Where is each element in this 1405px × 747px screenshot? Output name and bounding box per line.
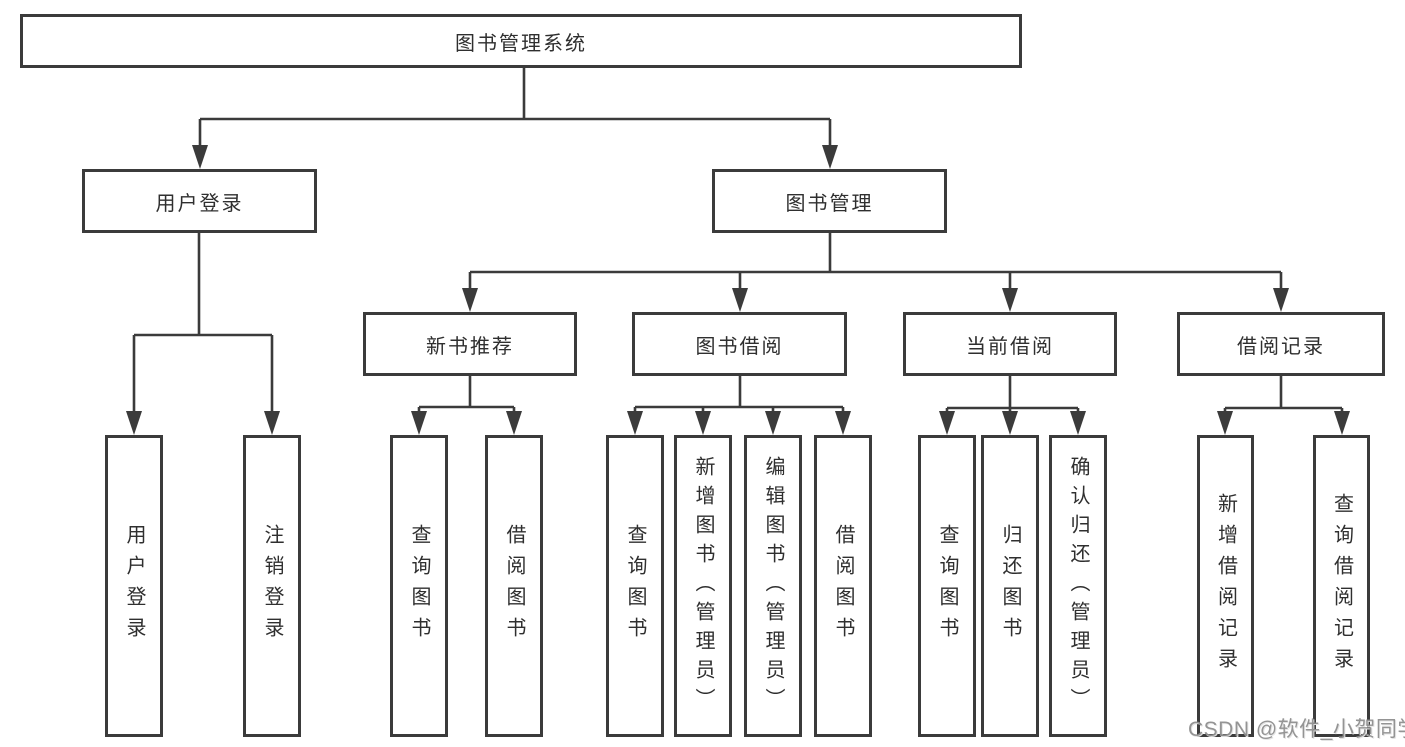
arrowhead	[627, 411, 643, 435]
leaf-confirm-return-admin: 确认归还（管理员）	[1049, 435, 1107, 737]
node-current-borrow-label: 当前借阅	[966, 335, 1054, 358]
node-user-login-label: 用户登录	[155, 192, 244, 215]
node-book-management: 图书管理	[712, 169, 947, 233]
leaf-borrow-books-recommend: 借阅图书	[485, 435, 543, 737]
arrowhead	[822, 145, 838, 169]
arrowhead	[695, 411, 711, 435]
arrowhead	[1002, 288, 1018, 312]
leaf-query-books-borrow: 查询图书	[606, 435, 664, 737]
node-book-borrow: 图书借阅	[632, 312, 847, 376]
arrowhead	[192, 145, 208, 169]
node-book-management-label: 图书管理	[785, 192, 874, 215]
leaf-query-borrow-record: 查询借阅记录	[1313, 435, 1370, 737]
arrowhead	[126, 411, 142, 435]
arrowhead	[411, 411, 427, 435]
arrowhead	[1334, 411, 1350, 435]
node-borrow-records: 借阅记录	[1177, 312, 1385, 376]
leaf-return-books: 归还图书	[981, 435, 1039, 737]
leaf-query-books-current: 查询图书	[918, 435, 976, 737]
node-root-label: 图书管理系统	[455, 32, 587, 55]
node-root: 图书管理系统	[20, 14, 1022, 68]
arrowhead	[1273, 288, 1289, 312]
node-user-login: 用户登录	[82, 169, 317, 233]
arrowhead	[1002, 411, 1018, 435]
node-current-borrow: 当前借阅	[903, 312, 1117, 376]
arrowhead	[506, 411, 522, 435]
leaf-add-borrow-record: 新增借阅记录	[1197, 435, 1254, 737]
arrowhead	[462, 288, 478, 312]
node-new-book-recommend: 新书推荐	[363, 312, 577, 376]
arrowhead	[1217, 411, 1233, 435]
leaf-add-book-admin: 新增图书（管理员）	[674, 435, 732, 737]
arrowhead	[1070, 411, 1086, 435]
csdn-watermark: CSDN @软件_小贺同学	[1188, 718, 1405, 741]
node-borrow-records-label: 借阅记录	[1237, 335, 1325, 358]
arrowhead	[765, 411, 781, 435]
node-book-borrow-label: 图书借阅	[695, 335, 784, 358]
leaf-borrow-books-borrow: 借阅图书	[814, 435, 872, 737]
leaf-query-books-recommend: 查询图书	[390, 435, 448, 737]
arrowhead	[264, 411, 280, 435]
node-new-book-recommend-label: 新书推荐	[426, 335, 514, 358]
arrowhead	[939, 411, 955, 435]
arrowhead	[835, 411, 851, 435]
leaf-edit-book-admin: 编辑图书（管理员）	[744, 435, 802, 737]
arrowhead	[732, 288, 748, 312]
leaf-user-login: 用户登录	[105, 435, 163, 737]
leaf-logout: 注销登录	[243, 435, 301, 737]
